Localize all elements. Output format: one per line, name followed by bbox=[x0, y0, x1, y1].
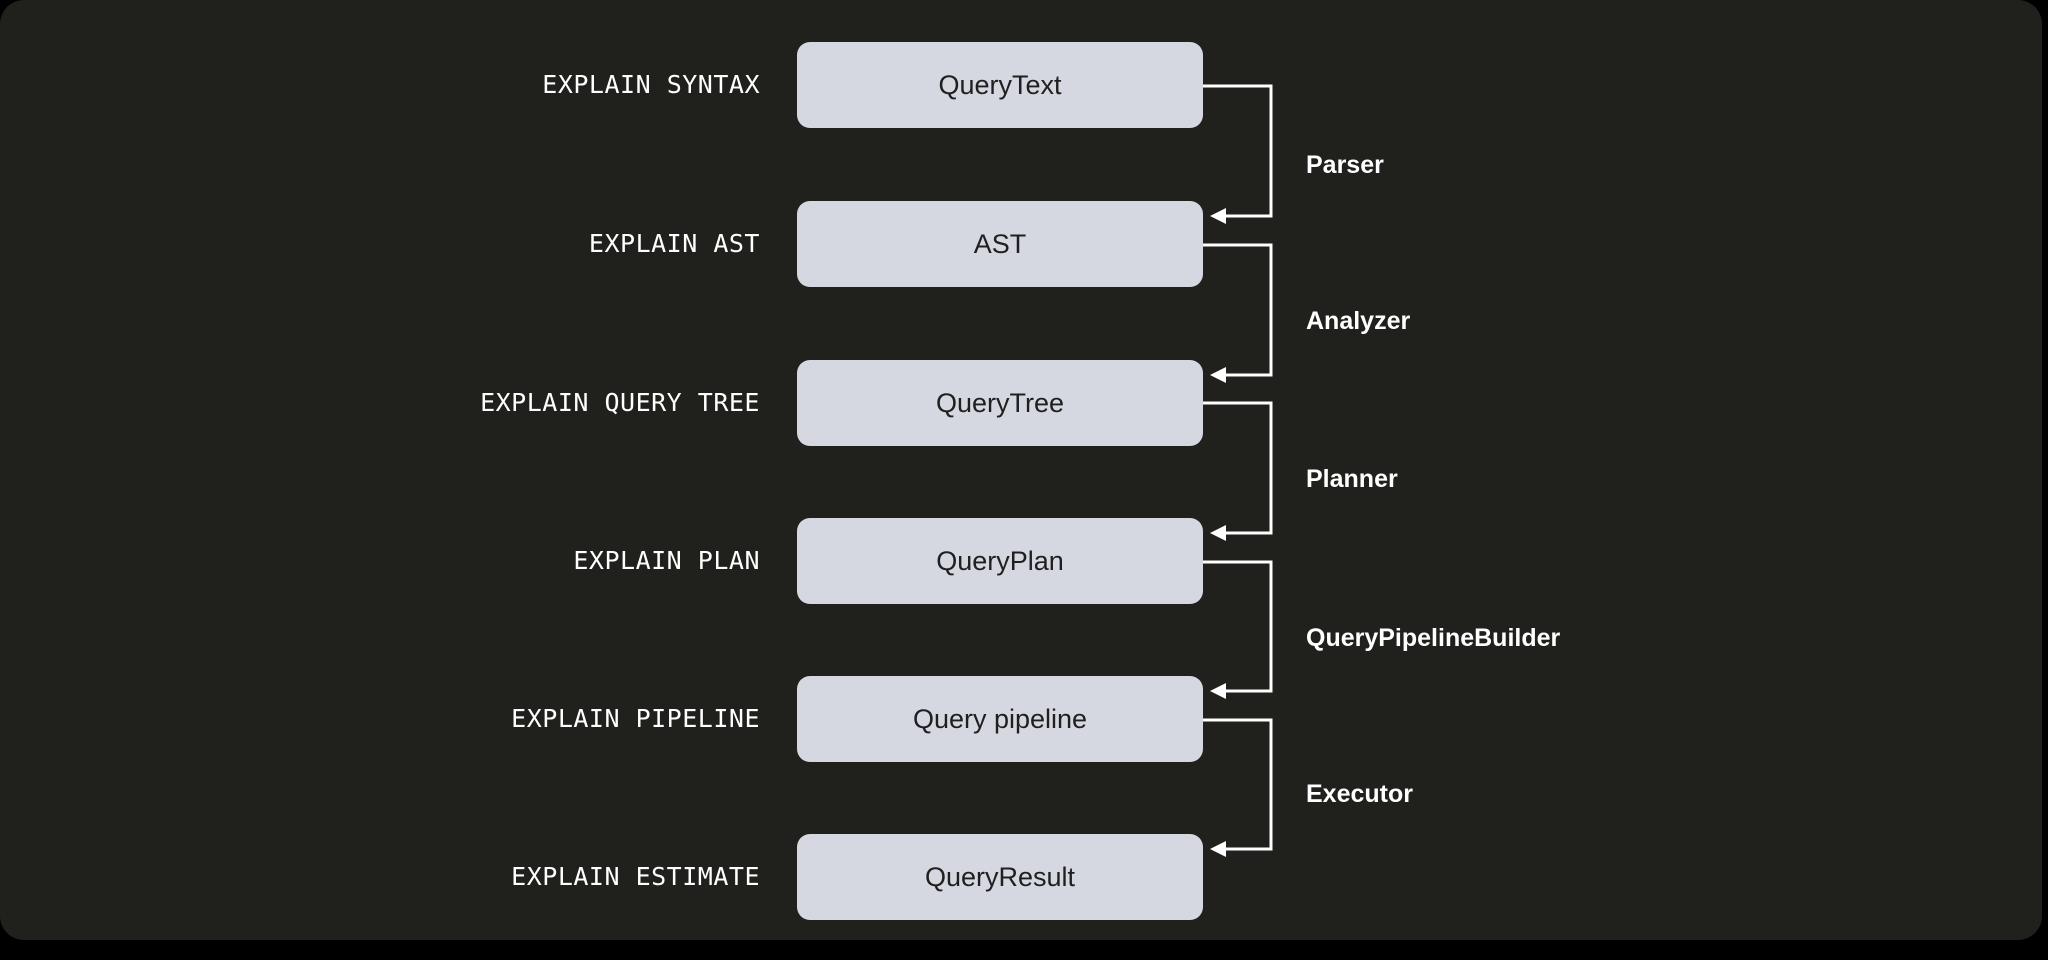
node-query-text[interactable]: QueryText bbox=[797, 42, 1203, 128]
stage-label-analyzer: Analyzer bbox=[1306, 307, 1411, 335]
explain-label-syntax: EXPLAIN SYNTAX bbox=[542, 70, 760, 99]
stage-label-query-pipeline-builder: QueryPipelineBuilder bbox=[1306, 624, 1561, 652]
explain-label-estimate: EXPLAIN ESTIMATE bbox=[511, 862, 760, 891]
connector-layer bbox=[1203, 84, 1273, 857]
pipeline-row-3: EXPLAIN QUERY TREE QueryTree bbox=[0, 360, 2042, 446]
pipeline-row-2: EXPLAIN AST AST bbox=[0, 201, 2042, 287]
node-query-plan[interactable]: QueryPlan bbox=[797, 518, 1203, 604]
explain-label-ast: EXPLAIN AST bbox=[588, 229, 760, 258]
node-query-result[interactable]: QueryResult bbox=[797, 834, 1203, 920]
diagram-canvas: EXPLAIN SYNTAX QueryText EXPLAIN AST AST… bbox=[0, 0, 2042, 940]
explain-label-query-tree: EXPLAIN QUERY TREE bbox=[480, 388, 760, 417]
pipeline-row-4: EXPLAIN PLAN QueryPlan bbox=[0, 518, 2042, 604]
stage-label-parser: Parser bbox=[1306, 151, 1384, 179]
stage-label-executor: Executor bbox=[1306, 780, 1413, 808]
pipeline-row-1: EXPLAIN SYNTAX QueryText bbox=[0, 42, 2042, 128]
pipeline-diagram: EXPLAIN SYNTAX QueryText EXPLAIN AST AST… bbox=[0, 42, 2042, 920]
explain-label-pipeline: EXPLAIN PIPELINE bbox=[511, 704, 760, 733]
node-ast[interactable]: AST bbox=[797, 201, 1203, 287]
stage-label-planner: Planner bbox=[1306, 465, 1398, 493]
node-query-tree[interactable]: QueryTree bbox=[797, 360, 1203, 446]
pipeline-row-6: EXPLAIN ESTIMATE QueryResult bbox=[0, 834, 2042, 920]
pipeline-row-5: EXPLAIN PIPELINE Query pipeline bbox=[0, 676, 2042, 762]
explain-label-plan: EXPLAIN PLAN bbox=[573, 546, 760, 575]
node-query-pipeline[interactable]: Query pipeline bbox=[797, 676, 1203, 762]
